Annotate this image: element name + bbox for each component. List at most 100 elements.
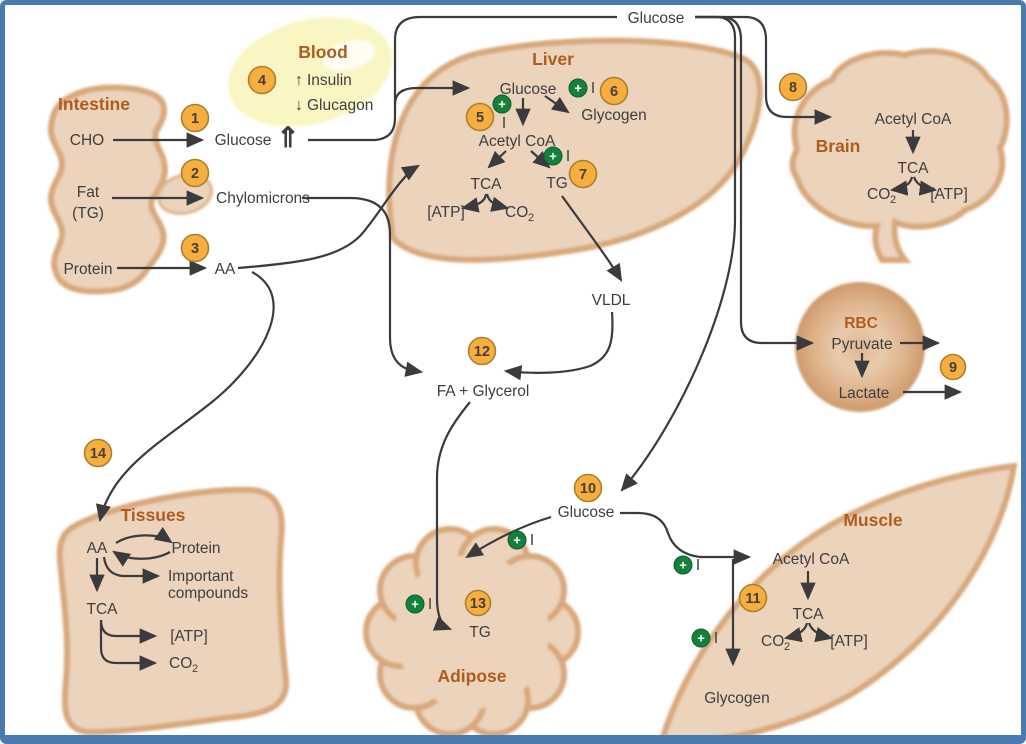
insulin-label: Insulin bbox=[307, 72, 352, 89]
badge-8: 8 bbox=[778, 72, 808, 102]
badge-6-number: 6 bbox=[610, 84, 618, 100]
rbc-title: RBC bbox=[844, 315, 878, 332]
badge-5: 5 bbox=[465, 102, 495, 132]
badge-14-circle bbox=[83, 438, 113, 468]
insulin-badge-liver-tg: + I bbox=[543, 146, 570, 166]
insulin-i-label: I bbox=[428, 596, 432, 613]
liver-glycogen-label: Glycogen bbox=[581, 107, 646, 124]
plus-circle-icon bbox=[405, 594, 425, 614]
arrow-top-glucose-to-brain bbox=[695, 15, 833, 125]
organ-shapes bbox=[47, 17, 1018, 744]
arrow-brain-tca-to-co2 bbox=[889, 176, 914, 196]
muscle-co2-sub: 2 bbox=[784, 641, 790, 653]
top-glucose-label: Glucose bbox=[628, 10, 685, 27]
muscle-glycogen-label: Glycogen bbox=[704, 690, 769, 707]
arrow-glucose10-to-adipose bbox=[465, 515, 552, 559]
glucagon-down-arrow-icon: ↓ bbox=[295, 97, 303, 114]
badge-1-circle bbox=[180, 103, 210, 133]
rbc-shape bbox=[795, 282, 925, 412]
step-badges: 1 2 3 4 5 6 7 8 9 10 11 12 13 14 bbox=[83, 65, 967, 617]
arrow-fa-glycerol-to-adipose-tg bbox=[432, 401, 471, 631]
muscle-acetylcoa-label: Acetyl CoA bbox=[773, 551, 850, 568]
badge-2-circle bbox=[180, 158, 210, 188]
badge-12-number: 12 bbox=[474, 344, 490, 360]
glucose10-label: Glucose bbox=[558, 504, 615, 521]
arrow-top-glucose-to-glucose10 bbox=[620, 15, 737, 492]
badge-13-circle bbox=[464, 589, 492, 617]
badge-8-circle bbox=[778, 72, 808, 102]
arrow-glucose10-to-muscle-acetylcoa bbox=[620, 511, 752, 565]
badge-3-circle bbox=[180, 233, 210, 263]
line-glucose-to-top bbox=[308, 15, 617, 142]
protein-label: Protein bbox=[63, 261, 112, 278]
brain-title: Brain bbox=[816, 136, 861, 156]
plus-sign: + bbox=[574, 81, 582, 96]
brain-co2-label: CO bbox=[867, 186, 890, 203]
plus-sign: + bbox=[498, 97, 506, 112]
adipose-tg-label: TG bbox=[469, 624, 491, 641]
plus-sign: + bbox=[679, 558, 687, 573]
liver-co2-sub: 2 bbox=[528, 212, 534, 224]
brain-atp-label: [ATP] bbox=[930, 186, 968, 203]
insulin-badge-muscle-acetylcoa: + I bbox=[673, 555, 700, 575]
tissues-co2-sub: 2 bbox=[192, 663, 198, 675]
muscle-atp-label: [ATP] bbox=[830, 633, 868, 650]
arrow-brain-tca-to-atp bbox=[912, 176, 938, 196]
arrow-liver-tca-to-atp bbox=[460, 193, 488, 213]
badge-5-number: 5 bbox=[476, 110, 484, 126]
fa-glycerol-label: FA + Glycerol bbox=[437, 383, 530, 400]
arrow-vldl-to-fa-glycerol bbox=[503, 311, 614, 381]
lactate-label: Lactate bbox=[839, 385, 890, 402]
insulin-i-label: I bbox=[530, 532, 534, 549]
chylomicrons-label: Chylomicrons bbox=[216, 190, 310, 207]
adipose-title: Adipose bbox=[437, 666, 506, 686]
insulin-badge-adipose-tg: + I bbox=[405, 594, 432, 614]
plus-circle-icon bbox=[691, 628, 711, 648]
arrow-liver-glucose-to-glycogen bbox=[544, 95, 570, 114]
arrow-glucose-into-liver bbox=[393, 80, 471, 105]
insulin-badge-liver-glycogen: + I bbox=[568, 78, 595, 98]
badge-1: 1 bbox=[180, 103, 210, 133]
arrow-tissues-aa-to-important bbox=[102, 556, 161, 584]
plus-sign: + bbox=[411, 597, 419, 612]
blood-blob-hole bbox=[322, 40, 376, 71]
badge-3: 3 bbox=[180, 233, 210, 263]
arrow-aa-to-liver bbox=[237, 164, 420, 270]
insulin-plus-badges: + I + I + I + I + I + I + bbox=[405, 78, 718, 648]
adipose-core bbox=[395, 555, 549, 709]
aa-label: AA bbox=[215, 261, 236, 278]
badge-9: 9 bbox=[939, 353, 967, 381]
badge-2: 2 bbox=[180, 158, 210, 188]
brain-acetylcoa-label: Acetyl CoA bbox=[875, 111, 952, 128]
fat-tg-label: (TG) bbox=[72, 205, 104, 222]
badge-13: 13 bbox=[464, 589, 492, 617]
arrow-tissues-aa-to-protein bbox=[115, 526, 173, 544]
badge-6: 6 bbox=[599, 76, 629, 106]
arrow-chylomicrons-to-fa-glycerol bbox=[302, 196, 424, 377]
plus-circle-icon bbox=[507, 530, 527, 550]
pyruvate-label: Pyruvate bbox=[831, 336, 892, 353]
liver-atp-label: [ATP] bbox=[427, 204, 465, 221]
badge-10-number: 10 bbox=[580, 481, 596, 497]
arrow-liver-acetylcoa-to-tg bbox=[530, 150, 551, 169]
badge-14: 14 bbox=[83, 438, 113, 468]
tissues-shape bbox=[56, 486, 290, 736]
liver-co2-label: CO bbox=[505, 204, 528, 221]
insulin-i-label: I bbox=[696, 557, 700, 574]
insulin-i-label: I bbox=[502, 115, 506, 132]
liver-acetylcoa-label: Acetyl CoA bbox=[479, 133, 556, 150]
intestine-shape bbox=[47, 84, 168, 295]
plus-circle-icon bbox=[492, 94, 512, 114]
tissues-atp-label: [ATP] bbox=[170, 628, 208, 645]
badge-10: 10 bbox=[573, 473, 603, 503]
badge-3-number: 3 bbox=[191, 241, 199, 257]
muscle-co2-label: CO bbox=[761, 633, 784, 650]
insulin-up-arrow-icon: ↑ bbox=[295, 72, 303, 89]
arrow-liver-tg-to-vldl bbox=[561, 195, 623, 282]
muscle-tca-label: TCA bbox=[793, 606, 825, 623]
liver-shape bbox=[386, 37, 763, 263]
glucagon-label: Glucagon bbox=[307, 97, 373, 114]
badge-5-circle bbox=[465, 102, 495, 132]
